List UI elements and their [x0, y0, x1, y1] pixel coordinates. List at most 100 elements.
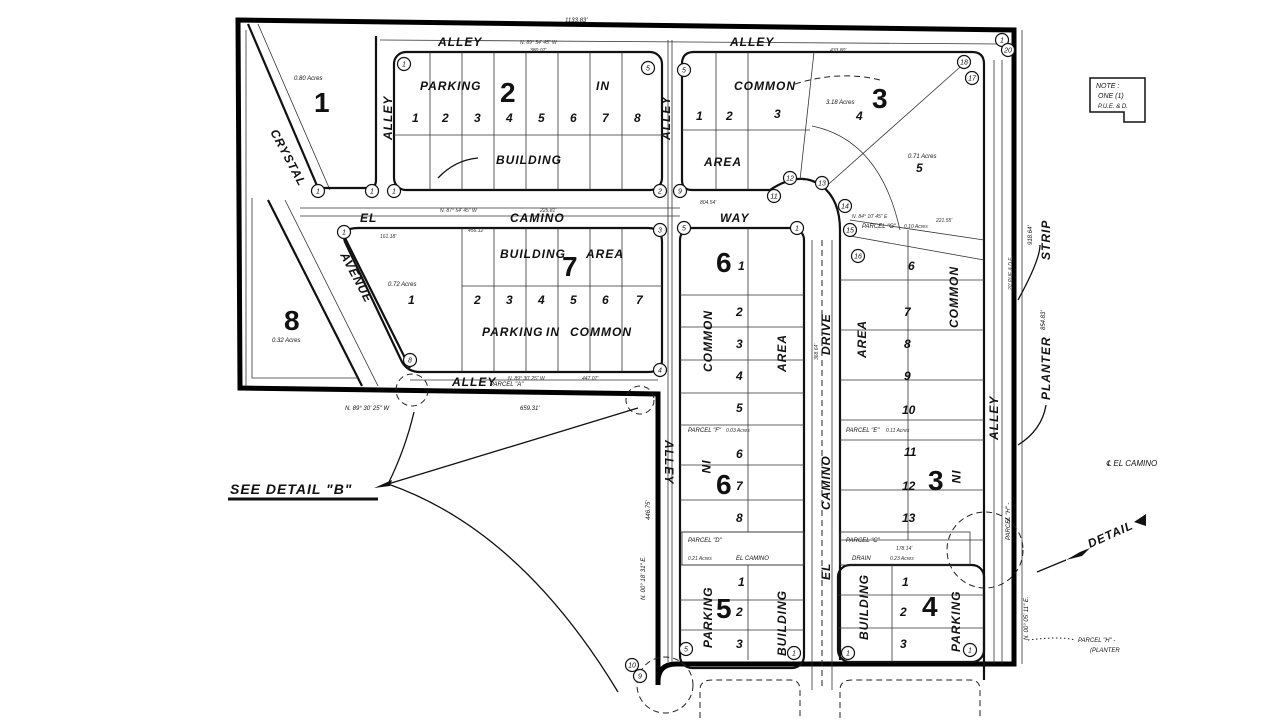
svg-text:7: 7 [636, 293, 644, 307]
detail-callout-right: DETAIL [1086, 518, 1136, 550]
curve-point-number: 9 [638, 674, 642, 681]
parcel-g-acres: 0.10 Acres [904, 224, 928, 230]
curve-point-number: 3 [658, 228, 662, 235]
svg-text:8: 8 [736, 511, 743, 525]
planter-arrow [1017, 404, 1047, 446]
block-5-parking: PARKING [701, 587, 715, 648]
curve-point-number: 1 [402, 62, 406, 69]
curve-point-marker [840, 645, 856, 661]
parcel-f-label: PARCEL "F" [688, 428, 722, 434]
parcel-c-distance: 178.14' [896, 546, 913, 552]
svg-text:6: 6 [570, 111, 577, 125]
parcel-h-leader [1027, 637, 1076, 641]
top-dimension: 1133.83' [565, 18, 588, 24]
svg-text:1: 1 [408, 293, 415, 307]
block-8-number: 8 [284, 305, 300, 336]
svg-text:8: 8 [634, 111, 641, 125]
parcel-g-distance: 221.55' [935, 218, 953, 224]
svg-text:4: 4 [855, 109, 863, 123]
curve-point-marker [678, 641, 694, 657]
svg-text:1: 1 [902, 575, 909, 589]
alley-top-left-bearing: N. 89° 54' 45" W [520, 40, 558, 46]
street-el: EL [360, 211, 377, 225]
el-camino-bearing: N. 87° 54' 45" W [440, 208, 478, 214]
curve-point-marker [789, 220, 805, 236]
right-distance: 918.64' [1028, 225, 1034, 245]
curve-point-marker [652, 183, 668, 199]
svg-text:5: 5 [916, 161, 923, 175]
curve-point-marker [652, 362, 668, 378]
street-avenue: AVENUE [337, 249, 376, 305]
curve-point-marker [786, 645, 802, 661]
block-3-acres: 3.18 Acres [826, 100, 854, 106]
street-camino: CAMINO [510, 211, 565, 225]
curve-point-number: 1 [792, 651, 796, 658]
svg-text:3: 3 [736, 337, 743, 351]
block-4-number: 4 [922, 591, 938, 622]
svg-text:4: 4 [735, 369, 743, 383]
block-6-area: AREA [775, 334, 789, 373]
curve-point-number: 1 [1000, 38, 1004, 45]
block-3-number-lower: 3 [928, 465, 944, 496]
curve-point-marker [1000, 42, 1016, 58]
centerline-el-camino: ℄ EL CAMINO [1106, 459, 1157, 468]
street-drive-label: DRIVE [819, 313, 833, 355]
curve-point-number: 12 [786, 176, 794, 183]
curve-point-number: 15 [846, 228, 854, 235]
block-7-number: 7 [562, 251, 578, 282]
svg-text:2: 2 [725, 109, 733, 123]
curve-point-marker [956, 54, 972, 70]
block-4-parking: PARKING [949, 591, 963, 652]
block-3-outline [694, 50, 986, 680]
parcel-h-planter: (PLANTER [1090, 648, 1120, 654]
svg-text:2: 2 [735, 605, 743, 619]
svg-text:9: 9 [904, 369, 911, 383]
block-7-area: AREA [585, 247, 624, 261]
curve-point-marker [814, 175, 830, 191]
svg-text:8: 8 [904, 337, 911, 351]
curve-point-marker [386, 183, 402, 199]
alley-top-right-distance: 433.80' [830, 48, 847, 54]
svg-text:3: 3 [506, 293, 513, 307]
parcel-c-label: PARCEL "C" [846, 538, 881, 544]
curve-point-number: 20 [1003, 48, 1012, 55]
bottom-road-outline [699, 679, 801, 718]
curve-point-marker [396, 56, 412, 72]
block-3-in-lower: IN [949, 470, 963, 484]
curve-point-number: 1 [795, 226, 799, 233]
block-5-building: BUILDING [775, 590, 789, 656]
block-2-lot-numbers: 1 2 3 4 5 6 7 8 [412, 111, 641, 125]
curve-point-marker [850, 248, 866, 264]
parcel-d-label: PARCEL "D" [688, 538, 723, 544]
parcel-e-label: PARCEL "E" [846, 428, 880, 434]
svg-text:6: 6 [602, 293, 609, 307]
svg-text:2: 2 [473, 293, 481, 307]
alley-top-left: ALLEY [437, 35, 482, 49]
curve-point-marker [676, 220, 692, 236]
block-7-parking: PARKING [482, 325, 543, 339]
street-crystal: CRYSTAL [267, 127, 309, 189]
block-7-building: BUILDING [500, 247, 566, 261]
parcel-d-acres: 0.21 Acres [688, 556, 712, 562]
curve-point-marker [652, 222, 668, 238]
bottom-distance: 659.31' [520, 406, 540, 412]
block-8-outline [251, 198, 358, 379]
block-2-number: 2 [500, 77, 516, 108]
curve-point-number: 11 [770, 194, 777, 201]
curve-point-marker [766, 188, 782, 204]
svg-text:1: 1 [738, 575, 745, 589]
block-2-building: BUILDING [496, 153, 562, 167]
block-3-left [680, 50, 842, 660]
block-1-number: 1 [314, 87, 330, 118]
parcel-label-right: PARCEL "H" - [1006, 503, 1012, 540]
parcel-f-acres: 0.03 Acres [726, 428, 750, 434]
svg-text:13: 13 [902, 511, 916, 525]
curve-point-marker [364, 183, 380, 199]
curve-point-number: 5 [682, 68, 686, 75]
curve-point-marker [676, 62, 692, 78]
svg-text:4: 4 [537, 293, 545, 307]
svg-text:5: 5 [570, 293, 577, 307]
block-5-lot-numbers: 1 2 3 [735, 575, 745, 651]
el-camino-distance-2: 225.81' [539, 208, 557, 214]
parcel-a-label: PARCEL "A" [490, 382, 524, 388]
